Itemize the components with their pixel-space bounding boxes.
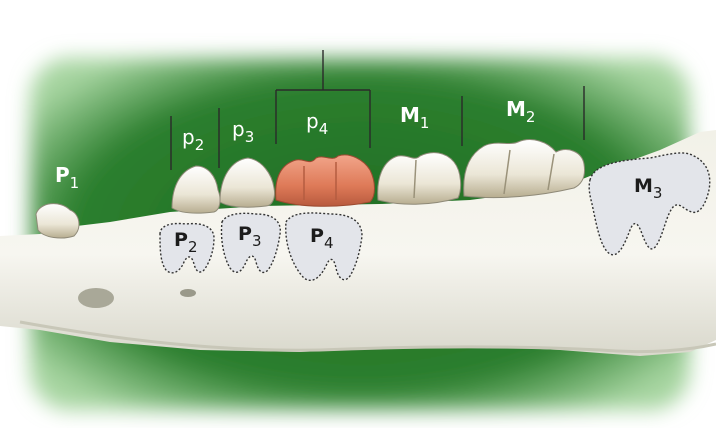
tooth-m1 — [378, 153, 461, 205]
mental-foramen-large — [78, 288, 114, 308]
tooth-p4-highlighted — [276, 155, 375, 206]
mental-foramen-small — [180, 289, 196, 297]
